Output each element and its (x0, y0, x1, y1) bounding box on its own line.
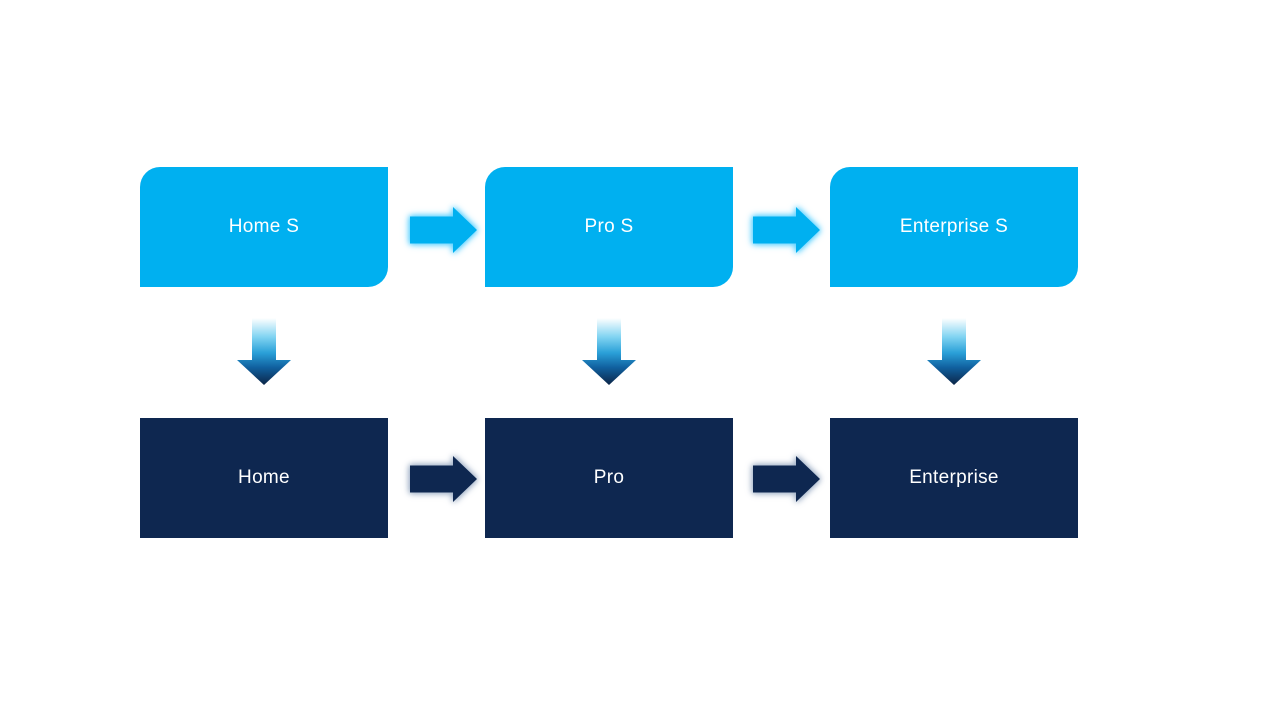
node-home: Home (140, 418, 388, 538)
node-pro: Pro (485, 418, 733, 538)
node-enterprise-s: Enterprise S (830, 167, 1078, 287)
down-arrow-icon-pro-s-to-pro (582, 318, 636, 385)
down-arrow-icon-enterprise-s-to-enterprise (927, 318, 981, 385)
node-enterprise-s-label: Enterprise S (899, 216, 1009, 237)
right-arrow-icon-home-s-to-pro-s (410, 207, 477, 253)
node-pro-label: Pro (593, 467, 625, 488)
node-home-s-label: Home S (228, 216, 300, 237)
node-pro-s: Pro S (485, 167, 733, 287)
right-arrow-icon-home-to-pro (410, 456, 477, 502)
node-enterprise: Enterprise (830, 418, 1078, 538)
node-pro-s-label: Pro S (584, 216, 634, 237)
right-arrow-icon-pro-to-enterprise (753, 456, 820, 502)
right-arrow-icon-pro-s-to-enterprise-s (753, 207, 820, 253)
node-home-label: Home (238, 467, 290, 488)
down-arrow-icon-home-s-to-home (237, 318, 291, 385)
node-enterprise-label: Enterprise (909, 467, 999, 488)
node-home-s: Home S (140, 167, 388, 287)
